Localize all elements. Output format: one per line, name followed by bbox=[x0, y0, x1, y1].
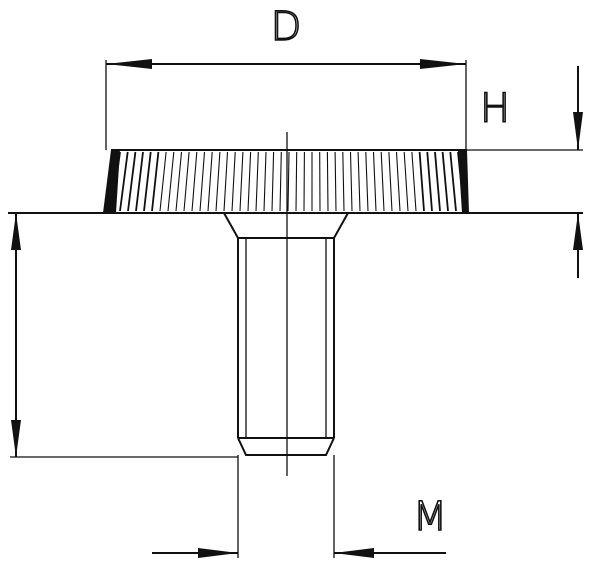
knurl-line bbox=[388, 151, 393, 212]
knurl-line bbox=[287, 151, 290, 212]
dimension-length bbox=[10, 213, 238, 458]
knurl-lines bbox=[111, 151, 465, 212]
shank-chamfer bbox=[237, 437, 335, 456]
knurl-line bbox=[215, 151, 221, 212]
knurl-line bbox=[255, 151, 259, 212]
knurl-line bbox=[380, 151, 385, 212]
knurl-line bbox=[119, 151, 129, 212]
head-left-shade bbox=[104, 150, 120, 213]
h-arrow-bottom bbox=[573, 213, 583, 250]
knurl-line bbox=[167, 151, 175, 212]
knurl-line bbox=[326, 151, 329, 212]
knurl-line bbox=[143, 151, 152, 212]
knurl-line bbox=[295, 151, 298, 212]
knurl-line bbox=[372, 151, 377, 212]
d-arrow-left bbox=[106, 59, 152, 69]
h-arrow-top bbox=[573, 112, 583, 150]
head-right-shade bbox=[458, 150, 468, 213]
m-arrow-left bbox=[198, 548, 238, 558]
knurl-line bbox=[151, 151, 160, 212]
knurl-line bbox=[199, 151, 206, 212]
length-arrow-bottom bbox=[11, 420, 21, 457]
knurl-line bbox=[207, 151, 213, 212]
d-label: D bbox=[271, 4, 302, 50]
knurl-line bbox=[223, 151, 229, 212]
knurl-line bbox=[127, 151, 137, 212]
knurl-line bbox=[411, 151, 417, 212]
knurl-line bbox=[279, 151, 282, 212]
knurl-line bbox=[135, 151, 144, 212]
m-arrow-right bbox=[334, 548, 374, 558]
m-label: M bbox=[413, 494, 448, 540]
knurl-line bbox=[395, 151, 401, 212]
knurl-line bbox=[403, 151, 409, 212]
knurl-line bbox=[357, 151, 361, 212]
knurl-line bbox=[365, 151, 369, 212]
dimension-d: D bbox=[105, 3, 467, 150]
knurl-line bbox=[263, 151, 267, 212]
dimension-h: H bbox=[466, 66, 583, 278]
knurl-line bbox=[159, 151, 167, 212]
knurl-line bbox=[239, 151, 244, 212]
knurl-line bbox=[449, 151, 457, 212]
length-arrow-top bbox=[11, 213, 21, 250]
knurled-head bbox=[102, 149, 470, 214]
knurl-line bbox=[426, 151, 433, 212]
knurl-line bbox=[247, 151, 252, 212]
knurl-line bbox=[349, 151, 353, 212]
threaded-shank bbox=[223, 212, 349, 456]
knurl-line bbox=[191, 151, 198, 212]
dimension-m: M bbox=[152, 455, 448, 558]
knurl-line bbox=[334, 151, 337, 212]
knurl-line bbox=[231, 151, 236, 212]
shank-neck bbox=[223, 212, 349, 239]
d-arrow-right bbox=[420, 59, 466, 69]
knurl-line bbox=[441, 151, 449, 212]
knurl-line bbox=[418, 151, 425, 212]
knurl-line bbox=[342, 151, 345, 212]
knurl-line bbox=[175, 151, 183, 212]
knurl-line bbox=[434, 151, 441, 212]
knurl-line bbox=[183, 151, 190, 212]
h-label: H bbox=[480, 86, 510, 132]
knurl-line bbox=[271, 151, 275, 212]
